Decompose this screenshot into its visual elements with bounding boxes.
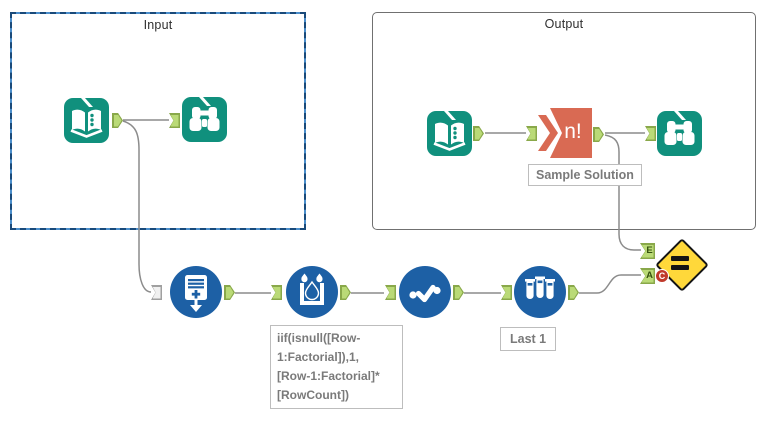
wire-macro-to-test-expected[interactable] — [604, 134, 641, 251]
binoculars-icon — [182, 97, 227, 142]
anchor-test-actual[interactable]: A — [640, 268, 655, 284]
input-data-icon — [427, 111, 472, 156]
anchor-actual-label: A — [646, 270, 653, 281]
formula-line-2: 1:Factorial]),1, — [277, 350, 360, 364]
anchor-output-input1[interactable] — [112, 113, 123, 128]
connection-c-badge: C — [655, 269, 669, 283]
generate-rows-icon — [170, 266, 222, 318]
annotation-sample-solution[interactable]: Sample Solution — [528, 164, 642, 186]
equals-icon — [671, 256, 689, 270]
tool-generate-rows[interactable] — [170, 266, 222, 318]
anchor-output-select[interactable] — [453, 285, 464, 300]
formula-line-4: [RowCount]) — [277, 388, 349, 402]
test-tubes-icon — [514, 266, 566, 318]
container-output-title: Output — [544, 17, 584, 31]
tool-browse-1[interactable] — [182, 97, 227, 142]
formula-line-1: iif(isnull([Row- — [277, 331, 361, 345]
formula-line-3: [Row-1:Factorial]* — [277, 369, 380, 383]
input-data-icon — [64, 98, 109, 143]
anchor-output-generate-rows[interactable] — [224, 285, 235, 300]
anchor-expected-label: E — [646, 245, 653, 256]
wire-sample-to-test-actual[interactable] — [579, 274, 641, 294]
tool-browse-2[interactable] — [657, 111, 702, 156]
select-check-icon — [399, 266, 451, 318]
annotation-multi-row-formula[interactable]: iif(isnull([Row- 1:Factorial]),1, [Row-1… — [270, 325, 403, 409]
anchor-input-browse2[interactable] — [645, 126, 656, 141]
anchor-output-macro[interactable] — [593, 127, 604, 142]
anchor-input-select[interactable] — [385, 285, 396, 300]
tool-input-data-2[interactable] — [427, 111, 472, 156]
anchor-output-multirow[interactable] — [340, 285, 351, 300]
multi-row-formula-icon — [286, 266, 338, 318]
wire-input1-to-generate-rows[interactable] — [122, 120, 152, 293]
anchor-input-multirow[interactable] — [271, 285, 282, 300]
anchor-input-browse1[interactable] — [169, 113, 180, 128]
tool-input-data-1[interactable] — [64, 98, 109, 143]
container-input-title: Input — [143, 18, 173, 32]
tool-macro-sample-solution[interactable]: n! — [538, 108, 592, 158]
tool-sample[interactable] — [514, 266, 566, 318]
anchor-input-sample[interactable] — [501, 285, 512, 300]
anchor-input-macro[interactable] — [526, 126, 537, 141]
tool-select[interactable] — [399, 266, 451, 318]
macro-glyph: n! — [564, 120, 582, 143]
tool-multi-row-formula[interactable] — [286, 266, 338, 318]
anchor-output-sample[interactable] — [568, 285, 579, 300]
binoculars-icon — [657, 111, 702, 156]
anchor-output-input2[interactable] — [473, 126, 484, 141]
anchor-input-generate-rows[interactable] — [151, 285, 162, 300]
macro-banner-icon — [538, 108, 592, 158]
annotation-sample-last1[interactable]: Last 1 — [500, 327, 557, 351]
anchor-test-expected[interactable]: E — [640, 243, 655, 259]
